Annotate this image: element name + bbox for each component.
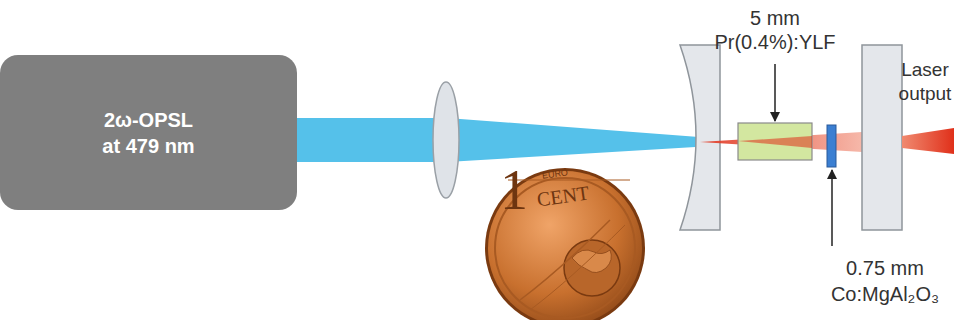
leader-arrow: [831, 170, 833, 246]
gain-crystal: [738, 123, 812, 160]
dimension-label: 0.75 mm: [840, 256, 930, 280]
output-label: Laser output: [896, 58, 954, 106]
source-label: 2ω-OPSL at 479 nm: [99, 107, 199, 159]
dimension-label: 5 mm: [735, 6, 815, 30]
coin-numeral: 1: [494, 160, 534, 220]
absorber-label: Co:MgAl₂O₃: [820, 282, 950, 306]
pump-beam: [297, 118, 447, 162]
leader-arrow: [774, 64, 776, 121]
beam-in-crystal: [738, 136, 812, 148]
laser-source-box: 2ω-OPSL at 479 nm: [0, 55, 297, 210]
focusing-lens: [433, 82, 459, 198]
absorber-plate: [827, 125, 836, 167]
input-mirror: [680, 45, 720, 230]
output-beam: [902, 128, 954, 154]
output-mirror: [862, 45, 902, 230]
crystal-label: Pr(0.4%):YLF: [705, 30, 845, 54]
pump-beam-focused: [447, 118, 712, 162]
